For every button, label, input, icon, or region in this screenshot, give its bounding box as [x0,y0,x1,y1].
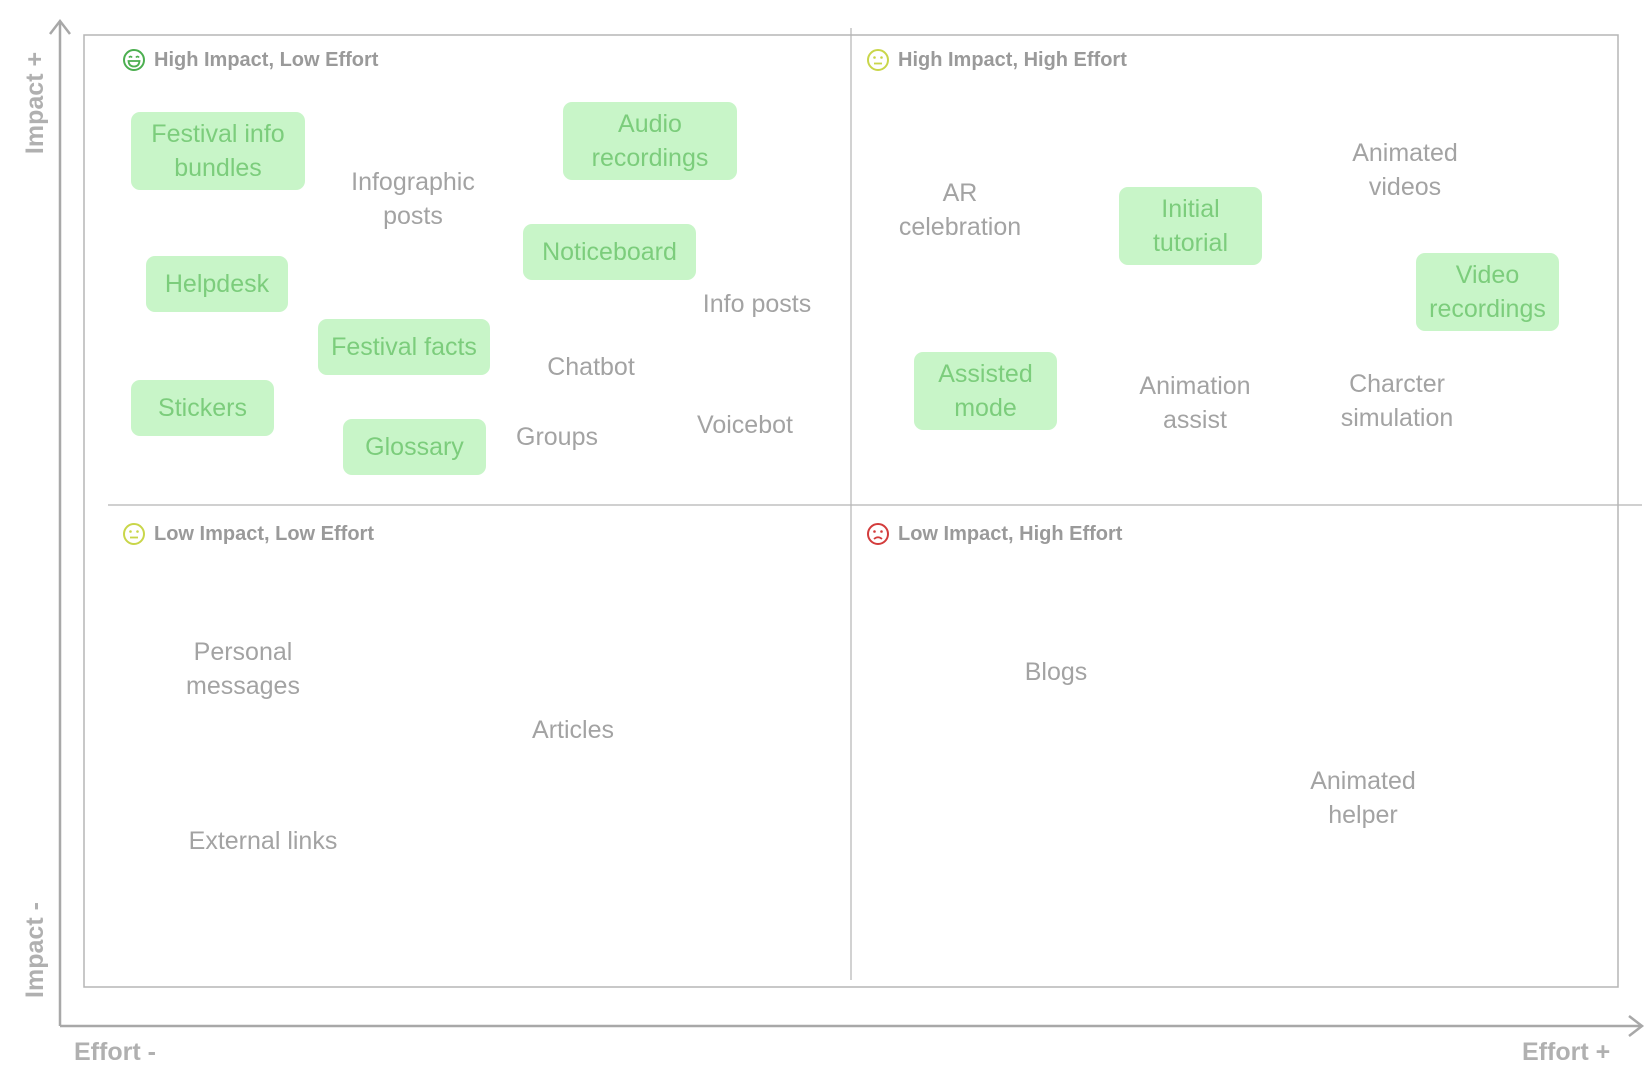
label-groups: Groups [516,423,598,451]
sticky-note-festival-facts[interactable]: Festival facts [318,319,490,375]
neutral-face-icon [867,49,889,71]
quadrant-title-text: High Impact, High Effort [898,48,1127,71]
quadrant-title-high-impact-low-effort: High Impact, Low Effort [122,48,378,72]
sticky-note-video-recordings[interactable]: Video recordings [1416,253,1559,331]
quadrant-title-text: Low Impact, Low Effort [154,522,374,545]
label-animated-helper: Animated helper [1310,767,1416,829]
quadrant-title-text: High Impact, Low Effort [154,48,379,71]
sticky-note-glossary[interactable]: Glossary [343,419,486,475]
label-articles: Articles [532,716,614,744]
quadrant-title-high-impact-high-effort: High Impact, High Effort [866,48,1127,72]
axis-label-effort-low: Effort - [74,1038,156,1066]
sticky-note-noticeboard[interactable]: Noticeboard [523,224,696,280]
label-animated-videos: Animated videos [1352,139,1458,201]
sticky-note-festival-info-bundles[interactable]: Festival info bundles [131,112,305,190]
sticky-note-assisted-mode[interactable]: Assisted mode [914,352,1057,430]
quadrant-title-low-impact-high-effort: Low Impact, High Effort [866,522,1122,546]
label-animation-assist: Animation assist [1139,372,1251,434]
sticky-note-stickers[interactable]: Stickers [131,380,274,436]
label-info-posts: Info posts [702,290,812,318]
neutral-face-icon [123,523,145,545]
label-charcter-simulation: Charcter simulation [1340,370,1454,432]
sad-face-icon [867,523,889,545]
quadrant-title-text: Low Impact, High Effort [898,522,1123,545]
quadrant-title-low-impact-low-effort: Low Impact, Low Effort [122,522,374,546]
sticky-note-initial-tutorial[interactable]: Initial tutorial [1119,187,1262,265]
label-voicebot: Voicebot [697,411,793,439]
axis-label-impact-high: Impact + [21,51,49,155]
label-external-links: External links [188,827,338,855]
impact-axis-arrow [49,18,71,35]
sticky-note-audio-recordings[interactable]: Audio recordings [563,102,737,180]
axis-label-effort-high: Effort + [1522,1038,1611,1066]
label-ar-celebration: AR celebration [898,179,1022,241]
label-chatbot: Chatbot [547,353,635,381]
effort-axis-arrow [1628,1015,1645,1037]
grinning-face-icon [123,49,145,71]
sticky-note-helpdesk[interactable]: Helpdesk [146,256,288,312]
label-blogs: Blogs [1024,658,1088,686]
label-personal-messages: Personal messages [186,638,300,700]
label-infographic-posts: Infographic posts [351,168,475,230]
axis-label-impact-low: Impact - [21,902,49,998]
